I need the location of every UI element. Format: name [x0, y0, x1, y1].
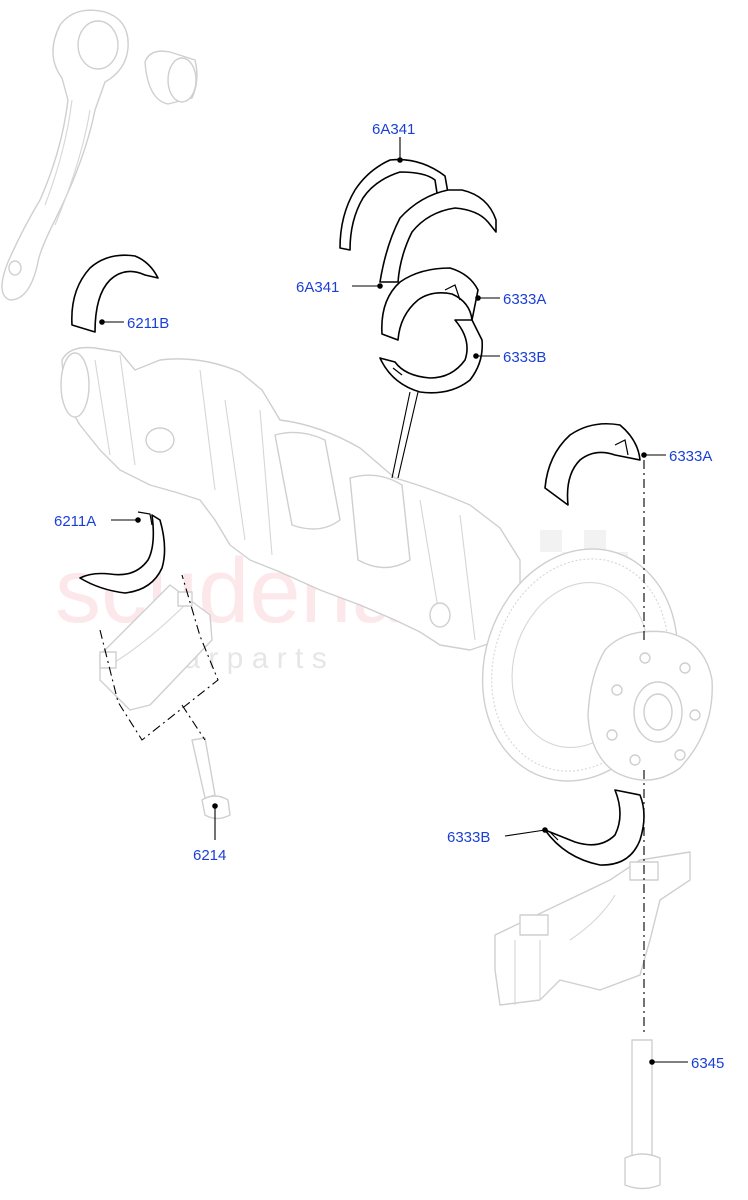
callout-6333b-top: 6333B [503, 349, 546, 366]
callout-6333b-bottom: 6333B [447, 829, 490, 846]
callout-6a341-top: 6A341 [372, 121, 415, 138]
callout-6333a-top: 6333A [503, 291, 546, 308]
small-end-bush-ghost [144, 50, 198, 105]
rod-cap-bolt-6214 [191, 737, 231, 820]
crank-flange-ghost [587, 630, 713, 781]
callout-6345: 6345 [691, 1055, 724, 1072]
crankshaft-ghost [60, 346, 521, 651]
callout-6a341-mid: 6A341 [296, 279, 339, 296]
callout-6333a-right: 6333A [669, 448, 712, 465]
main-bearing-shell-bottom-6333b [544, 789, 645, 866]
callout-6211a: 6211A [54, 513, 96, 530]
callout-6214: 6214 [193, 847, 226, 864]
big-end-shell-lower-6211a [79, 511, 166, 594]
callout-labels: 6A341 6A341 6333A 6333B 6211B 6333A 6211… [54, 121, 724, 1072]
main-bearing-shell-lower-6333b [379, 319, 484, 394]
thrust-washer-lower [379, 189, 497, 283]
main-cap-bolt-6345 [624, 1039, 661, 1190]
connecting-rod-ghost [1, 9, 129, 301]
main-bearing-cap-ghost [494, 851, 691, 1006]
assembly-lines [99, 391, 645, 1035]
thrust-washer-upper [339, 158, 449, 251]
leader-lines [99, 137, 688, 1065]
callout-6211b: 6211B [127, 315, 169, 332]
rod-cap-ghost [99, 584, 213, 711]
main-bearing-shell-right-6333a [544, 422, 641, 506]
big-end-shell-upper-6211b [71, 254, 159, 333]
